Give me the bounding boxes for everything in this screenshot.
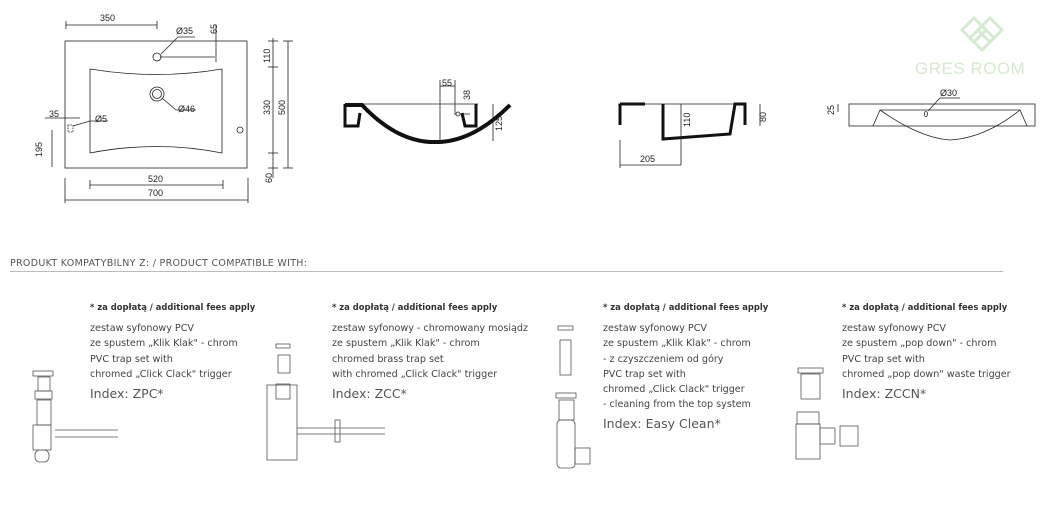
- side-section-view: [618, 102, 761, 168]
- product-index: Index: ZPC*: [90, 386, 164, 402]
- product-line: zestaw syfonowy - chromowany mosiądz: [332, 323, 529, 335]
- fee-note: * za dopłatą / additional fees apply: [90, 302, 256, 312]
- dim-25: 25: [826, 105, 836, 115]
- dim-55: 55: [442, 78, 452, 88]
- siphon-zcc-illustration: [266, 343, 385, 461]
- product-line: chromed brass trap set: [332, 353, 444, 365]
- product-zccn: * za dopłatą / additional fees apply zes…: [842, 300, 1011, 401]
- siphon-zpc-illustration: [32, 370, 118, 463]
- dim-drain: Ø46: [178, 104, 195, 114]
- product-line: with chromed „Click Clack" trigger: [332, 368, 498, 380]
- product-line: ze spustem „Klik Klak" - chrom: [603, 338, 751, 350]
- divider: [10, 271, 1003, 272]
- plan-view: [45, 21, 293, 203]
- product-line: ze spustem „pop down" - chrom: [842, 338, 997, 350]
- product-index: Index: Easy Clean*: [603, 416, 721, 432]
- product-line: - z czyszczeniem od góry: [603, 353, 724, 365]
- dim-700: 700: [148, 188, 163, 198]
- compatible-heading: PRODUKT KOMPATYBILNY Z: / PRODUCT COMPAT…: [10, 258, 308, 269]
- product-zcc: * za dopłatą / additional fees apply zes…: [332, 300, 528, 401]
- dim-tap-hole: Ø35: [176, 26, 193, 36]
- dim-60: 60: [264, 173, 274, 183]
- product-line: chromed „pop down" waste trigger: [842, 368, 1011, 380]
- dim-80: 80: [758, 112, 768, 122]
- logo-icon: [959, 15, 1005, 53]
- product-line: ze spustem „Klik Klak" - chrom: [332, 338, 480, 350]
- dim-38: 38: [462, 90, 472, 100]
- product-line: - cleaning from the top system: [603, 399, 751, 411]
- front-section-view: [343, 80, 512, 144]
- siphon-easy-clean-illustration: [555, 325, 591, 469]
- product-line: PVC trap set with: [603, 368, 686, 380]
- fee-note: * za dopłatą / additional fees apply: [603, 302, 769, 312]
- product-line: zestaw syfonowy PCV: [842, 323, 946, 335]
- product-zpc: * za dopłatą / additional fees apply zes…: [90, 300, 255, 401]
- dim-205: 205: [640, 154, 655, 164]
- dim-110-section: 110: [682, 113, 692, 127]
- product-line: PVC trap set with: [90, 353, 173, 365]
- dim-35: 35: [49, 109, 59, 119]
- product-index: Index: ZCC*: [332, 386, 407, 402]
- fee-note: * za dopłatą / additional fees apply: [332, 302, 498, 312]
- fee-note: * za dopłatą / additional fees apply: [842, 302, 1008, 312]
- product-line: chromed „Click Clack" trigger: [90, 368, 232, 380]
- dim-195: 195: [34, 142, 44, 157]
- product-easy-clean: * za dopłatą / additional fees apply zes…: [603, 300, 768, 432]
- brand-watermark: GRES ROOM: [915, 59, 1026, 78]
- dim-330: 330: [262, 100, 272, 115]
- product-line: ze spustem „Klik Klak" - chrom: [90, 338, 238, 350]
- dim-30: Ø30: [940, 88, 957, 98]
- dim-125: 125: [494, 116, 504, 131]
- dim-520: 520: [148, 174, 163, 184]
- siphon-zccn-illustration: [795, 367, 859, 460]
- dim-110: 110: [262, 49, 272, 63]
- product-line: PVC trap set with: [842, 353, 925, 365]
- dim-65: 65: [209, 24, 219, 34]
- product-line: zestaw syfonowy PCV: [603, 323, 707, 335]
- product-index: Index: ZCCN*: [842, 386, 927, 402]
- rear-view: [837, 97, 1036, 141]
- dim-overflow: Ø5: [95, 114, 107, 124]
- dim-500: 500: [277, 100, 287, 115]
- product-line: chromed „Click Clack" trigger: [603, 384, 745, 396]
- product-line: zestaw syfonowy PCV: [90, 323, 194, 335]
- dim-350: 350: [100, 13, 115, 23]
